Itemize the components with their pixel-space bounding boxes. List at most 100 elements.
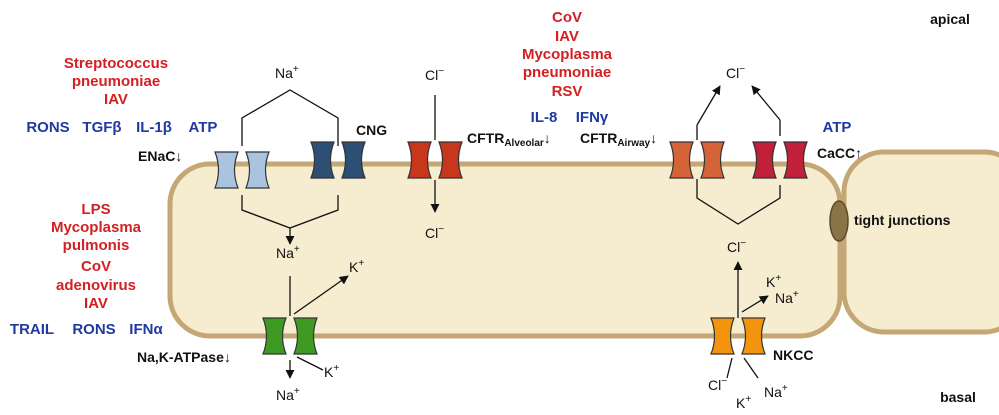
neighbor-cell xyxy=(841,149,999,335)
nak-k-line xyxy=(296,356,324,371)
na-apical-charge: + xyxy=(293,64,299,75)
factor-rons-enac: RONS xyxy=(26,119,69,136)
factor-adenovirus: adenovirus xyxy=(56,277,136,294)
cl-airway-cyto-ion: Cl− xyxy=(727,238,746,255)
cftr-alveolar-label: CFTRAlveolar↓ xyxy=(467,130,551,149)
factor-lps: LPS xyxy=(81,201,110,218)
tight-junction xyxy=(829,200,849,242)
cftr-airway-channel xyxy=(669,141,725,179)
nkcc-k-in-base: K xyxy=(736,395,746,411)
apical-label: apical xyxy=(930,11,970,27)
factor-iav-cftr: IAV xyxy=(555,28,579,45)
factor-cov-atpase: CoV xyxy=(81,258,111,275)
cl-airway-cyto-charge: − xyxy=(740,238,746,249)
nkcc-cl-in-ion: Cl− xyxy=(708,376,727,393)
cftr-airway-main: CFTR xyxy=(580,130,617,146)
cl-airway-apical-base: Cl xyxy=(726,65,739,81)
cl-airway-out-right xyxy=(751,85,781,121)
nkcc-cl-in-base: Cl xyxy=(708,377,721,393)
enac-channel xyxy=(214,151,270,189)
cng-label: CNG xyxy=(356,122,387,138)
cacc-label: CaCC↑ xyxy=(817,145,862,161)
cng-channel xyxy=(310,141,366,179)
factor-mycoplasma: Mycoplasma xyxy=(51,219,142,236)
cl-alveolar-cyto-ion: Cl− xyxy=(425,224,444,241)
k-cyto-base: K xyxy=(349,259,359,275)
cl-alveolar-cyto-charge: − xyxy=(438,224,444,235)
nkcc-na-out-ion: Na+ xyxy=(775,289,799,306)
na-apical-base: Na xyxy=(275,65,293,81)
nkcc-channel xyxy=(710,317,766,355)
factor-ifna: IFNα xyxy=(129,321,163,338)
cftr-airway-label: CFTRAirway↓ xyxy=(580,130,657,149)
nkcc-label: NKCC xyxy=(773,347,813,363)
factor-pneumoniae: pneumoniae xyxy=(72,73,160,90)
na-basal-ion: Na+ xyxy=(276,386,300,403)
k-basal-ion: K+ xyxy=(324,363,339,380)
cftr-airway-arrow: ↓ xyxy=(650,130,657,146)
factor-il1b: IL-1β xyxy=(136,119,172,136)
basal-label: basal xyxy=(940,389,976,405)
k-cyto-ion: K+ xyxy=(349,258,364,275)
nkcc-k-in-ion: K+ xyxy=(736,394,751,411)
cftr-alveolar-channel xyxy=(407,141,463,179)
factor-pneumoniae-cftr: pneumoniae xyxy=(523,64,611,81)
cl-alveolar-apical-charge: − xyxy=(438,66,444,77)
na-cyto-charge: + xyxy=(294,244,300,255)
cl-alveolar-apical-ion: Cl− xyxy=(425,66,444,83)
factor-trail: TRAIL xyxy=(10,321,54,338)
nkcc-line-right xyxy=(743,357,759,379)
cl-airway-apical-ion: Cl− xyxy=(726,64,745,81)
nkcc-k-in-charge: + xyxy=(745,394,751,405)
factor-atp-enac: ATP xyxy=(189,119,218,136)
cl-airway-connector xyxy=(696,179,781,225)
cl-airway-cyto-base: Cl xyxy=(727,239,740,255)
cl-alveolar-cyto-base: Cl xyxy=(425,225,438,241)
factor-mycoplasma-cftr: Mycoplasma xyxy=(522,46,613,63)
nkcc-line-left xyxy=(726,357,733,379)
na-apical-connector xyxy=(241,89,339,146)
k-na-out-arrow xyxy=(741,295,769,313)
cl-airway-apical-charge: − xyxy=(739,64,745,75)
nkcc-na-in-charge: + xyxy=(782,383,788,394)
na-basal-charge: + xyxy=(294,386,300,397)
na-basal-base: Na xyxy=(276,387,294,403)
factor-atp-cacc: ATP xyxy=(823,119,852,136)
nkcc-na-out-charge: + xyxy=(793,289,799,300)
factor-tgfb: TGFβ xyxy=(82,119,121,136)
factor-il8: IL-8 xyxy=(531,109,558,126)
nkcc-k-out-ion: K+ xyxy=(766,273,781,290)
factor-cov-cftr: CoV xyxy=(552,9,582,26)
k-cyto-charge: + xyxy=(358,258,364,269)
factor-rons-atpase: RONS xyxy=(72,321,115,338)
cftr-alveolar-subscript: Alveolar xyxy=(504,138,544,149)
k-basal-base: K xyxy=(324,364,334,380)
factor-iav-enac: IAV xyxy=(104,91,128,108)
enac-label: ENaC↓ xyxy=(138,148,182,164)
cl-alveolar-apical-base: Cl xyxy=(425,67,438,83)
cl-airway-out-left xyxy=(696,85,721,126)
na-k-atpase-channel xyxy=(262,317,318,355)
nkcc-na-in-ion: Na+ xyxy=(764,383,788,400)
na-k-atpase-label: Na,K-ATPase↓ xyxy=(137,349,231,365)
na-apical-ion: Na+ xyxy=(275,64,299,81)
nkcc-k-out-charge: + xyxy=(775,273,781,284)
cftr-airway-subscript: Airway xyxy=(617,138,650,149)
cftr-alveolar-main: CFTR xyxy=(467,130,504,146)
na-cyto-ion: Na+ xyxy=(276,244,300,261)
tight-junctions-label: tight junctions xyxy=(854,212,951,228)
cacc-channel xyxy=(752,141,808,179)
nkcc-na-in-base: Na xyxy=(764,384,782,400)
k-basal-charge: + xyxy=(333,363,339,374)
factor-rsv: RSV xyxy=(552,83,583,100)
factor-streptococcus: Streptococcus xyxy=(64,55,168,72)
k-exit-arrow xyxy=(293,275,349,315)
factor-iav-atpase: IAV xyxy=(84,295,108,312)
factor-ifng: IFNγ xyxy=(576,109,609,126)
factor-pulmonis: pulmonis xyxy=(63,237,130,254)
nkcc-k-out-base: K xyxy=(766,274,776,290)
nkcc-cl-in-charge: − xyxy=(721,376,727,387)
cftr-alveolar-arrow: ↓ xyxy=(544,130,551,146)
nkcc-na-out-base: Na xyxy=(775,290,793,306)
